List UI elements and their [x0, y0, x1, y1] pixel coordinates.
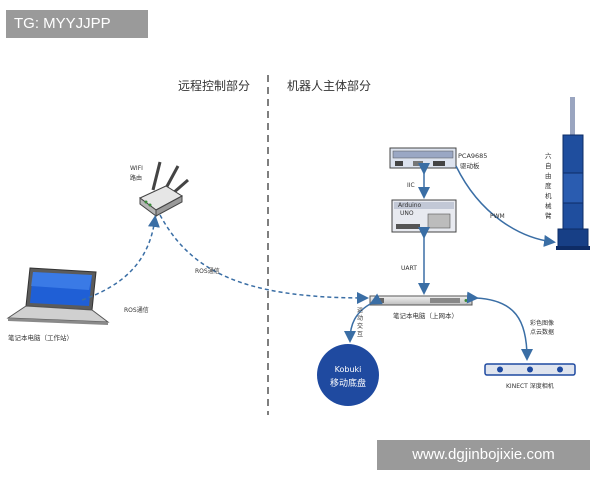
link-pca-arm — [455, 165, 556, 247]
svg-text:由: 由 — [545, 171, 552, 180]
kobuki-label-2: 移动底盘 — [330, 377, 366, 389]
link-host-kinect — [466, 291, 533, 361]
wifi-router-label-1: WIFI — [130, 165, 143, 172]
kinect-label: KINECT 深度相机 — [506, 382, 554, 390]
kobuki-base-icon — [317, 344, 379, 406]
arduino-label-2: UNO — [400, 210, 414, 217]
link-workstation-router — [81, 215, 160, 301]
kobuki-label-1: Kobuki — [335, 365, 362, 374]
link-label-pwm: PWM — [490, 213, 505, 220]
watermark-top-left: TG: MYYJJPP — [6, 10, 148, 38]
svg-text:互: 互 — [357, 331, 363, 338]
svg-text:度: 度 — [545, 181, 552, 190]
svg-text:运: 运 — [357, 306, 363, 314]
svg-text:交: 交 — [357, 322, 363, 330]
pca9685-label-2: 驱动板 — [460, 161, 480, 170]
laptop-host-label: 笔记本电脑（上网本） — [393, 311, 458, 320]
wifi-router-icon — [139, 161, 189, 217]
svg-text:机: 机 — [545, 191, 552, 200]
link-label-ros-2: ROS通信 — [195, 267, 220, 275]
pca9685-board-icon — [389, 147, 457, 169]
arduino-board-icon — [391, 199, 457, 233]
svg-text:臂: 臂 — [545, 211, 552, 220]
link-label-motion: 运 动 交 互 — [357, 306, 363, 338]
wifi-router-label-2: 路由 — [130, 174, 142, 182]
link-label-point-cloud: 点云数据 — [530, 328, 554, 336]
svg-text:六: 六 — [545, 151, 552, 160]
robotic-arm-label: 六 自 由 度 机 械 臂 — [545, 151, 552, 220]
link-label-color-image: 彩色图像 — [530, 319, 554, 327]
svg-text:动: 动 — [357, 315, 363, 322]
kinect-camera-icon — [484, 363, 576, 376]
laptop-host-icon — [369, 295, 473, 306]
watermark-bottom-right: www.dgjinbojixie.com — [377, 440, 590, 470]
pca9685-label-1: PCA9685 — [458, 152, 487, 160]
arduino-label-1: Arduino — [398, 202, 422, 209]
link-label-uart: UART — [401, 265, 417, 272]
link-label-iic: IIC — [407, 182, 415, 189]
robotic-arm-icon — [556, 97, 590, 250]
svg-text:自: 自 — [545, 161, 552, 170]
svg-text:械: 械 — [545, 201, 552, 210]
link-router-host — [159, 214, 369, 304]
link-host-kobuki — [344, 293, 383, 343]
laptop-workstation-icon — [6, 267, 110, 325]
section-title-robot: 机器人主体部分 — [287, 78, 371, 93]
section-title-remote: 远程控制部分 — [178, 78, 250, 93]
laptop-workstation-label: 笔记本电脑（工作站） — [8, 333, 73, 342]
link-label-ros-1: ROS通信 — [124, 306, 149, 314]
